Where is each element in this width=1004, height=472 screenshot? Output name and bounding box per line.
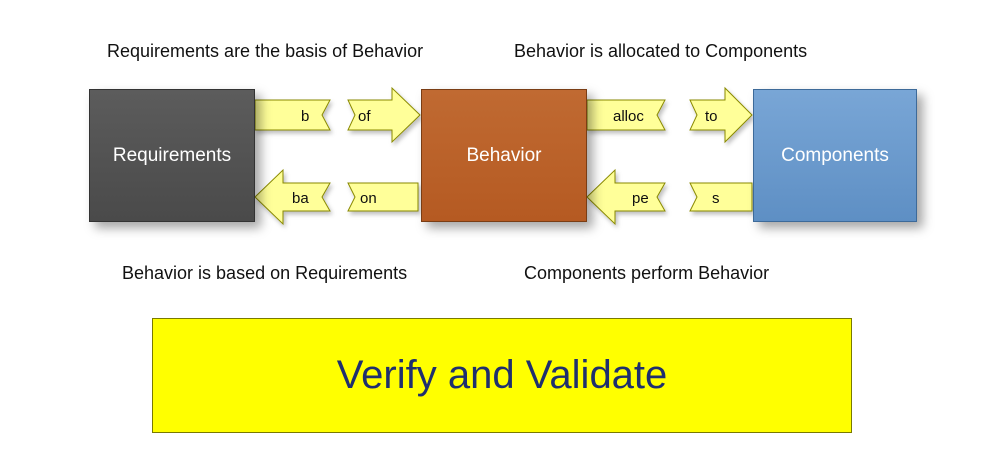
caption-behavior-allocated-to-components: Behavior is allocated to Components [514,41,808,61]
arrow-label-on: on [360,190,377,207]
arrow-behavior-to-components: alloc to [586,86,753,144]
components-label: Components [781,144,889,166]
arrow-behavior-to-requirements: ba on [254,168,419,226]
verify-validate-text: Verify and Validate [336,353,668,397]
verify-validate-banner: Verify and Validate [152,318,852,433]
arrow-components-to-behavior: pe s [586,168,753,226]
caption-components-perform-behavior: Components perform Behavior [524,263,770,283]
arrow-label-b: b [301,108,309,125]
requirements-label: Requirements [112,144,232,166]
arrow-connectors: b of ba on alloc to pe s [254,86,753,226]
requirements-box: Requirements [89,89,255,222]
arrow-label-to: to [705,108,718,125]
arrow-label-s: s [712,190,720,207]
behavior-box: Behavior [421,89,587,222]
arrow-label-of: of [358,108,371,125]
arrow-requirements-to-behavior: b of [254,86,421,144]
caption-behavior-based-on-requirements: Behavior is based on Requirements [122,263,408,283]
arrow-label-pe: pe [632,190,649,207]
arrow-label-alloc: alloc [613,108,644,125]
arrow-label-ba: ba [292,190,309,207]
components-box: Components [753,89,917,222]
caption-requirements-basis-of-behavior: Requirements are the basis of Behavior [107,41,424,61]
behavior-label: Behavior [466,144,542,166]
